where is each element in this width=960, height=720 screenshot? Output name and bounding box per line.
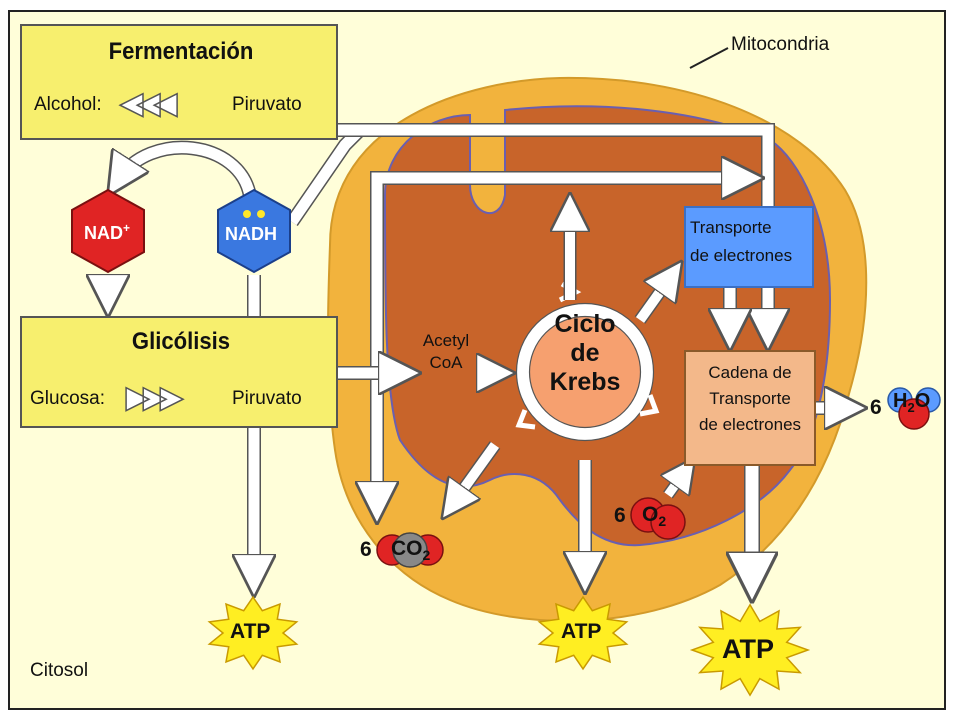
krebs-cycle [515, 281, 660, 442]
flow-arrows [108, 123, 848, 580]
h2o-coefficient: 6 [870, 396, 882, 419]
ciclo-label: Ciclo [554, 310, 616, 338]
arrow-nadh-nad-curve [118, 140, 257, 196]
krebs-ring [516, 303, 654, 441]
atp-burst-1 [207, 595, 299, 671]
nad-hexagon [71, 188, 145, 274]
cadena-box: Cadena de Transporte de electrones [684, 350, 816, 466]
fermentacion-title: Fermentación [108, 38, 254, 65]
co2-molecule [376, 532, 444, 568]
h2o-molecule [887, 387, 941, 430]
transporte-line1: Transporte [690, 218, 772, 237]
de-label: de [570, 339, 600, 367]
atp-label-2: ATP [561, 620, 602, 643]
cadena-line2: Transporte [709, 389, 791, 408]
acetyl-label: Acetyl [422, 331, 470, 350]
transporte-line2: de electrones [690, 246, 793, 265]
krebs-label: Ciclo de Krebs [535, 310, 635, 397]
atp-burst-3 [689, 603, 811, 697]
atp-label-3: ATP [722, 634, 774, 664]
nadh-label: NADH [225, 224, 277, 244]
nad-superscript: + [123, 221, 131, 235]
atp-label-1: ATP [230, 620, 271, 643]
arrow-krebs-co2 [452, 441, 501, 505]
piruvato-top-label: Piruvato [232, 94, 302, 115]
coa-label: CoA [429, 353, 463, 372]
krebs-word-label: Krebs [549, 368, 621, 396]
acetyl-coa-label: Acetyl CoA [410, 330, 482, 374]
electron-dot [257, 210, 265, 218]
krebs-core [517, 304, 653, 440]
o2-coefficient: 6 [614, 504, 626, 527]
co2-subscript: 2 [422, 547, 431, 564]
forward-chevrons-icon: ▶▶▶ [125, 380, 184, 415]
co2-formula: CO2 [391, 537, 431, 564]
glicolisis-title: Glicólisis [131, 328, 231, 355]
co2-coefficient: 6 [360, 538, 372, 561]
piruvato-bottom-label: Piruvato [232, 388, 302, 409]
electron-dot [243, 210, 251, 218]
o2-subscript: 2 [658, 513, 667, 530]
cadena-line3: de electrones [698, 415, 802, 434]
arrow-co2-line-transport [370, 178, 745, 505]
nadh-hexagon [217, 188, 291, 274]
nad-label: NAD+ [84, 221, 131, 243]
citosol-label: Citosol [30, 660, 89, 681]
cadena-line1: Cadena de [708, 363, 792, 382]
o2-formula: O2 [642, 503, 667, 530]
glucosa-label: Glucosa: [30, 388, 105, 409]
mitocondria-label: Mitocondria [731, 34, 830, 55]
fermentacion-box: Fermentación Alcohol: ◀◀◀ Piruvato [20, 24, 338, 140]
h2o-formula: H2O [893, 390, 931, 415]
mitocondria-pointer-line [689, 47, 729, 69]
arrow-krebs-transporte [634, 275, 672, 324]
h2o-subscript: 2 [907, 400, 915, 415]
o2-molecule [630, 497, 686, 540]
atp-burst-2 [537, 595, 629, 671]
reverse-chevrons-icon: ◀◀◀ [119, 86, 178, 121]
arrow-o2-cadena [668, 470, 686, 499]
glicolisis-box: Glicólisis Glucosa: ▶▶▶ Piruvato [20, 316, 338, 428]
transporte-box: Transporte de electrones [684, 206, 814, 288]
alcohol-label: Alcohol: [34, 94, 102, 115]
